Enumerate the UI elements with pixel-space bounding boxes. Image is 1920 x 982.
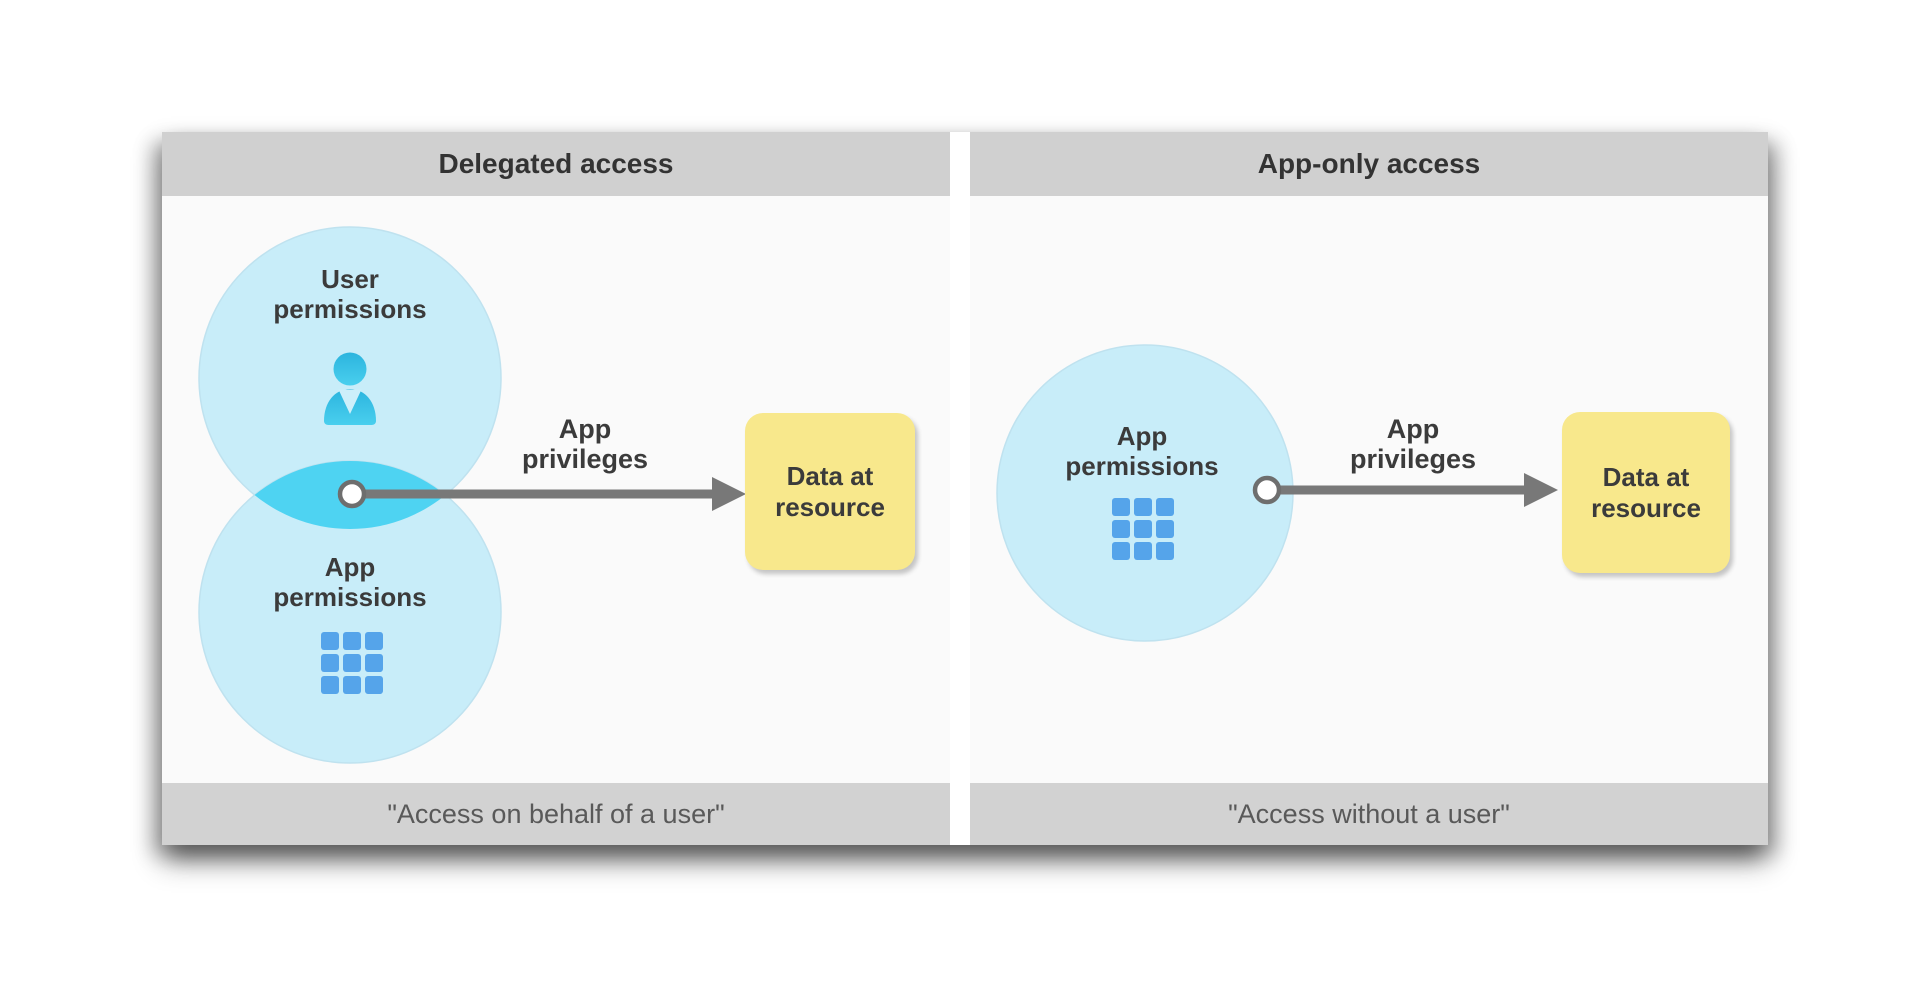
delegated-access-canvas: User permissions App permissions App pri…	[162, 196, 950, 783]
app-only-access-canvas: App permissions App privileges Data at r…	[970, 196, 1768, 783]
access-scenarios-diagram: Delegated access	[162, 132, 1768, 845]
arrowhead	[712, 477, 746, 511]
app-only-access-panel: App-only access	[970, 132, 1768, 845]
panel-caption-app-only: "Access without a user"	[970, 783, 1768, 845]
app-permissions-label: App permissions	[1065, 421, 1219, 481]
connector-dot	[1252, 475, 1282, 505]
data-at-resource-box: Data at resource	[745, 413, 915, 570]
app-permissions-label: App permissions	[273, 552, 427, 612]
app-grid-icon	[1112, 498, 1174, 560]
connector-dot	[337, 479, 367, 509]
app-only-access-shapes	[996, 344, 1558, 642]
app-privileges-label: App privileges	[1349, 414, 1477, 474]
app-privileges-label: App privileges	[521, 414, 649, 474]
delegated-access-shapes	[198, 226, 746, 764]
panel-title-delegated: Delegated access	[162, 132, 950, 196]
panel-caption-delegated: "Access on behalf of a user"	[162, 783, 950, 845]
delegated-access-panel: Delegated access	[162, 132, 950, 845]
app-grid-icon	[321, 632, 383, 694]
user-permissions-label: User permissions	[273, 264, 427, 324]
panel-title-app-only: App-only access	[970, 132, 1768, 196]
app-permissions-circle	[996, 344, 1294, 642]
arrowhead	[1524, 473, 1558, 507]
panel-divider	[950, 132, 970, 845]
data-at-resource-box: Data at resource	[1562, 412, 1730, 573]
person-icon	[324, 352, 376, 425]
